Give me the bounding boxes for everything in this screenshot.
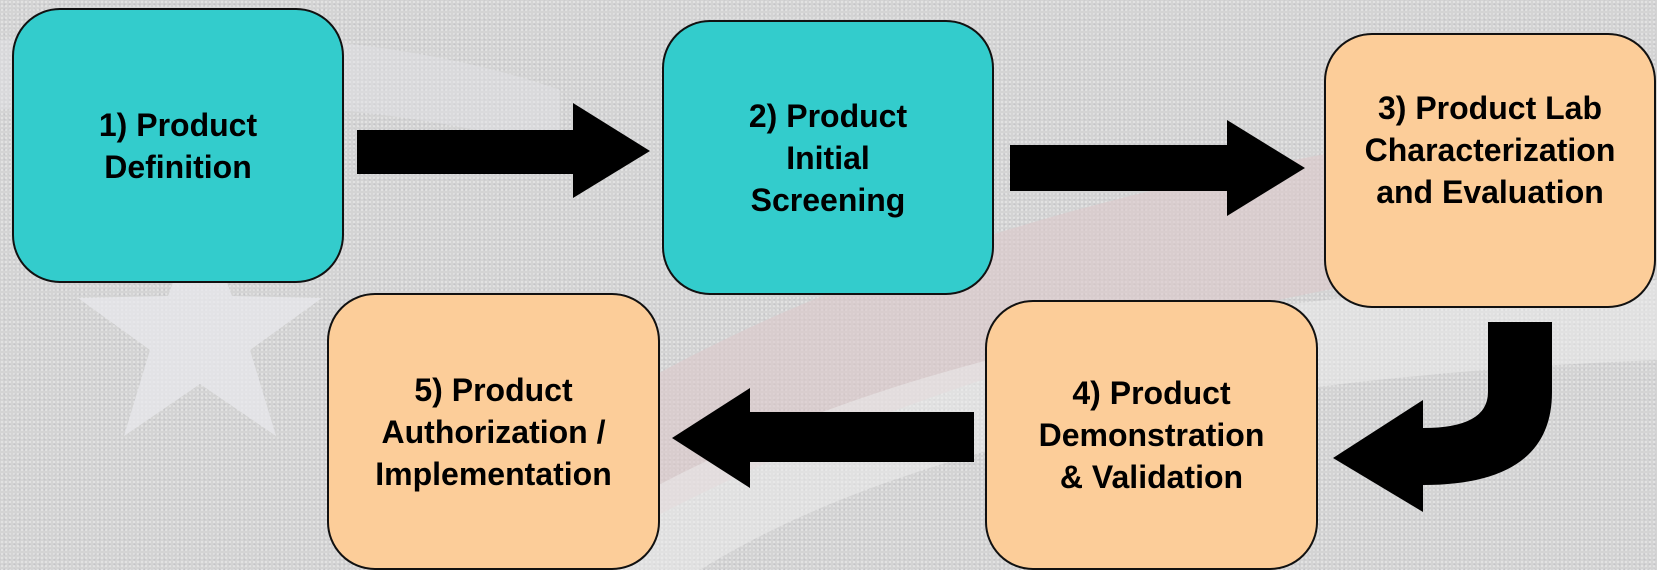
step-1-product-definition: 1) Product Definition: [12, 8, 344, 283]
step-4-label: 4) Product Demonstration & Validation: [1038, 375, 1265, 495]
step-1-label: 1) Product Definition: [98, 106, 258, 185]
step-5-product-authorization: 5) Product Authorization / Implementatio…: [327, 293, 660, 570]
step-3-label: 3) Product Lab Characterization and Eval…: [1364, 90, 1616, 210]
step-5-label: 5) Product Authorization / Implementatio…: [375, 371, 612, 492]
step-2-label: 2) Product Initial Screening: [748, 97, 908, 218]
step-2-product-initial-screening: 2) Product Initial Screening: [662, 20, 994, 295]
step-4-product-demonstration: 4) Product Demonstration & Validation: [985, 300, 1318, 570]
step-3-product-lab-characterization: 3) Product Lab Characterization and Eval…: [1324, 33, 1656, 308]
